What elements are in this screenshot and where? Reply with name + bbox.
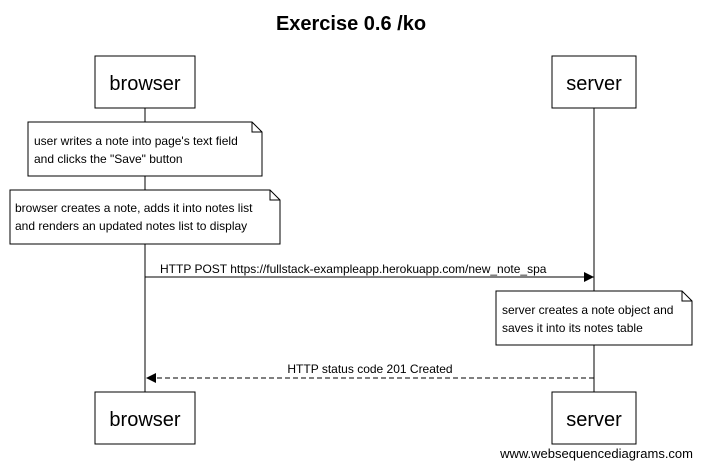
note-line: and clicks the "Save" button [34, 152, 183, 166]
participant-server-bottom: server [551, 391, 637, 445]
note-line: and renders an updated notes list to dis… [15, 219, 247, 233]
participant-server-label: server [566, 409, 622, 431]
participant-browser-bottom: browser [94, 391, 196, 445]
note-line: browser creates a note, adds it into not… [15, 201, 253, 215]
watermark-link[interactable]: www.websequencediagrams.com [499, 446, 693, 461]
message-http-post: HTTP POST https://fullstack-exampleapp.h… [145, 262, 594, 282]
participant-server-label: server [566, 73, 622, 95]
participant-browser-label: browser [109, 409, 180, 431]
note-line: saves it into its notes table [502, 321, 643, 335]
message-http-post-label: HTTP POST https://fullstack-exampleapp.h… [160, 262, 547, 276]
note-user-writes: user writes a note into page's text fiel… [27, 121, 263, 177]
message-status-201-label: HTTP status code 201 Created [287, 362, 452, 376]
message-status-201: HTTP status code 201 Created [146, 362, 594, 383]
participant-server-top: server [551, 55, 637, 109]
diagram-title: Exercise 0.6 /ko [276, 13, 426, 35]
note-line: user writes a note into page's text fiel… [34, 134, 238, 148]
participant-browser-top: browser [94, 55, 196, 109]
note-server-creates: server creates a note object and saves i… [495, 290, 693, 346]
note-browser-creates: browser creates a note, adds it into not… [9, 189, 281, 245]
note-line: server creates a note object and [502, 303, 673, 317]
participant-browser-label: browser [109, 73, 180, 95]
